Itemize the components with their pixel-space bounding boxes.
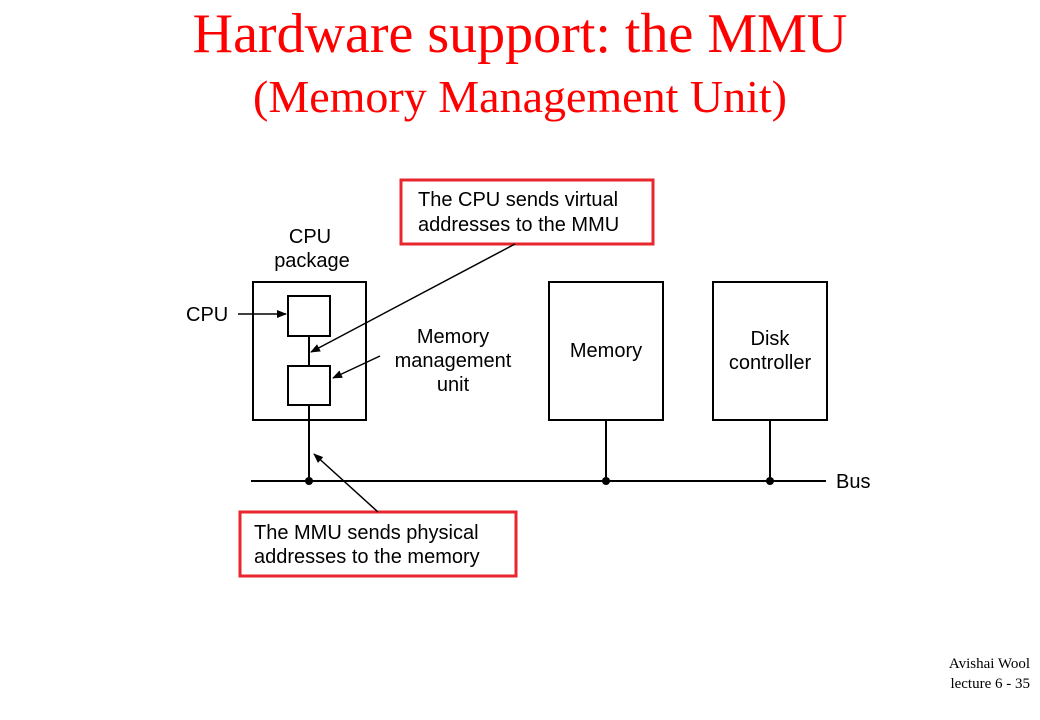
callout-bottom-line-1: The MMU sends physical [254, 522, 479, 544]
slide-title: Hardware support: the MMU [192, 3, 848, 65]
footer-author: Avishai Wool [948, 656, 1030, 672]
disk-controller-box [712, 281, 828, 421]
callout-top-box [399, 178, 655, 246]
cpu-label: CPU [186, 304, 228, 326]
bus-junction-disk [766, 477, 774, 485]
mmu-pointer-arrow [332, 355, 381, 379]
memory-label: Memory [570, 340, 642, 362]
bus-junction-mmu [305, 477, 313, 485]
callout-bottom-line-2: addresses to the memory [254, 546, 480, 568]
mmu-label-2: management [395, 350, 512, 372]
cpu-box [287, 295, 331, 337]
footer-lecture: lecture 6 - 35 [950, 676, 1030, 692]
disk-label-2: controller [729, 352, 812, 374]
callout-bottom-arrow [313, 453, 379, 513]
callout-top-line-2: addresses to the MMU [418, 214, 619, 236]
bus-junction-memory [602, 477, 610, 485]
mmu-label-1: Memory [417, 326, 489, 348]
cpu-package-label-1: CPU [289, 226, 331, 248]
slide-subtitle: (Memory Management Unit) [253, 71, 787, 122]
callout-top-arrow [310, 243, 516, 353]
mmu-box [287, 365, 331, 406]
cpu-package-label-2: package [274, 250, 350, 272]
bus-label: Bus [836, 471, 870, 493]
mmu-label-3: unit [437, 374, 470, 396]
disk-label-1: Disk [751, 328, 791, 350]
callout-top-line-1: The CPU sends virtual [418, 189, 618, 211]
